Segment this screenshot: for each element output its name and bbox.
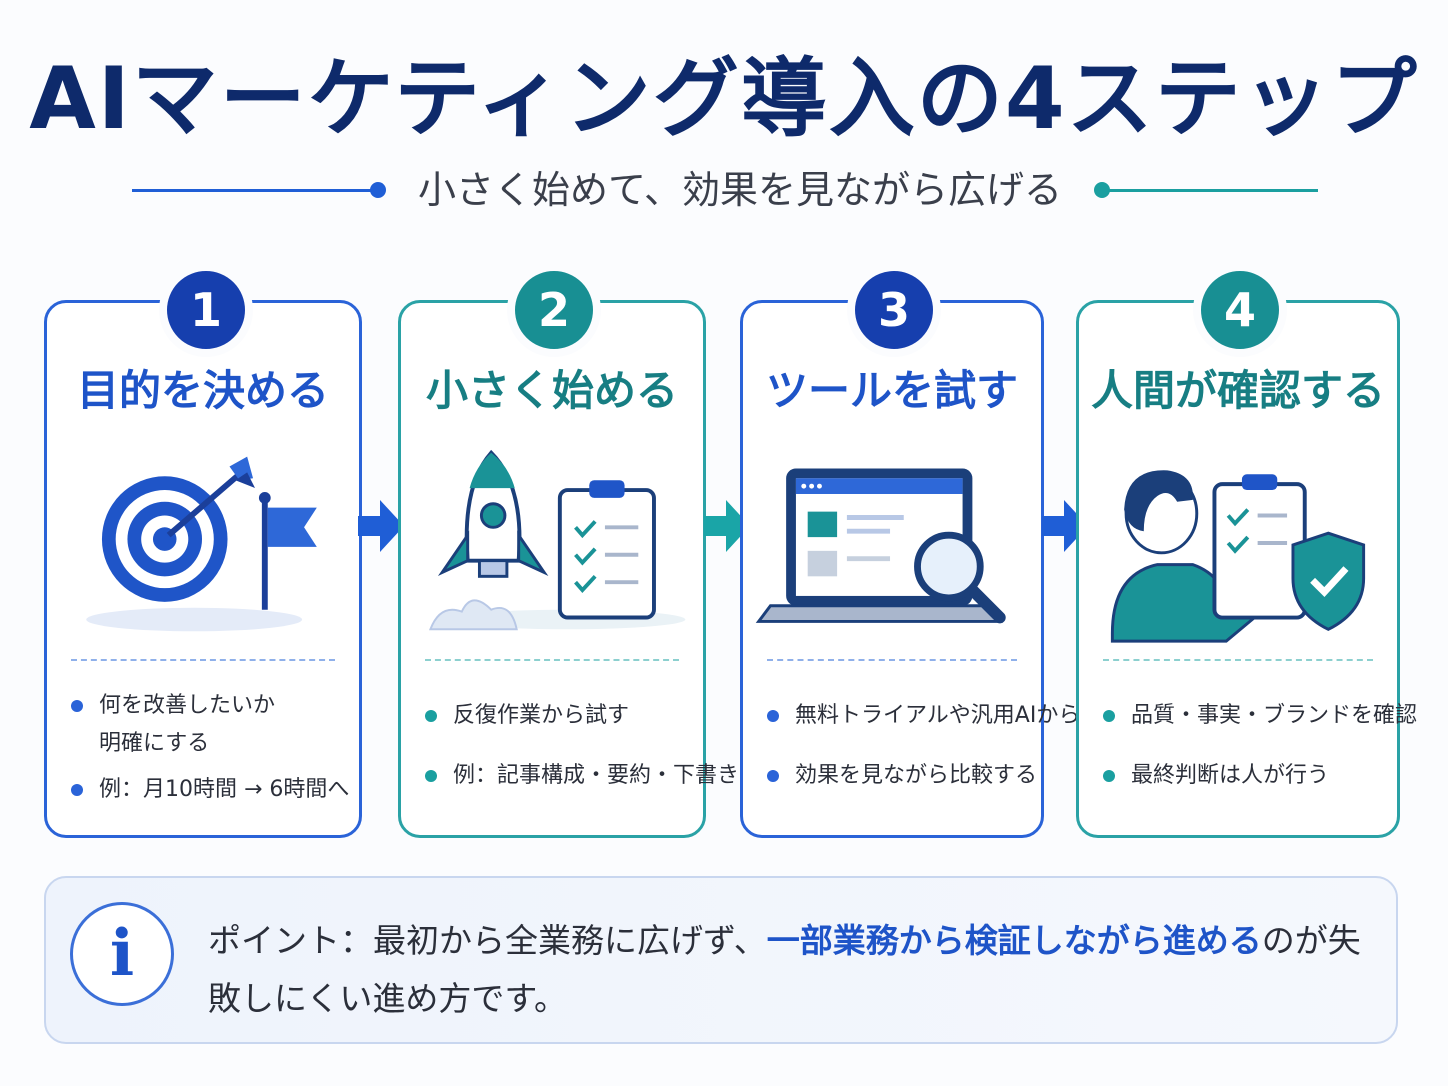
step-card-3: 3 ツールを試す 無料トライアルや汎用AIから 効果を見ながら比較する <box>740 263 1080 838</box>
point-callout: i ポイント：最初から全業務に広げず、一部業務から検証しながら進めるのが失敗しに… <box>44 876 1398 1044</box>
subtitle-dot-left <box>370 182 386 198</box>
bullet-item: 最終判断は人が行う <box>1101 757 1389 795</box>
card-divider <box>1103 659 1373 661</box>
step-title: 小さく始める <box>425 366 678 415</box>
bullet-dot <box>767 770 779 782</box>
point-highlight: 一部業務から検証しながら進める <box>766 921 1262 960</box>
bullet-item: 効果を見ながら比較する <box>765 757 1037 795</box>
step-number-badge: 1 <box>159 263 253 357</box>
person-checklist-shield-icon <box>1110 470 1366 643</box>
point-text-before: 最初から全業務に広げず、 <box>373 921 767 960</box>
arrow-right-icon <box>358 500 404 552</box>
card-divider <box>425 659 679 661</box>
bullet-item: 例：記事構成・要約・下書き <box>423 757 739 795</box>
page-title: AIマーケティング導入の4ステップ <box>29 49 1419 149</box>
step-bullets: 無料トライアルや汎用AIから 効果を見ながら比較する <box>765 697 1080 807</box>
arrow-right-icon <box>1042 500 1088 552</box>
step-number-badge: 2 <box>507 263 601 357</box>
step-bullets: 品質・事実・ブランドを確認 最終判断は人が行う <box>1101 697 1417 807</box>
bullet-dot <box>425 710 437 722</box>
bullet-dot <box>767 710 779 722</box>
subtitle-line-right <box>1108 189 1318 192</box>
bullet-dot <box>425 770 437 782</box>
bullet-text: 無料トライアルや汎用AIから <box>795 703 1081 728</box>
bullet-dot <box>1103 770 1115 782</box>
subtitle-row: 小さく始めて、効果を見ながら広げる <box>0 160 1448 220</box>
bullet-item: 例：月10時間 → 6時間へ <box>69 771 351 809</box>
step-card-4: 4 人間が確認する 品質・事実・ブランドを確認 最終判断は人が行う <box>1076 263 1417 838</box>
step-card-2: 2 小さく始める 反復作業から試す 例：記事構成・要約・下書き <box>398 263 739 838</box>
step-title: 目的を決める <box>76 366 329 415</box>
info-icon: i <box>70 902 174 1006</box>
bullet-text: 何を改善したいか <box>99 693 276 718</box>
bullet-text: 最終判断は人が行う <box>1131 763 1330 788</box>
point-text: ポイント：最初から全業務に広げず、一部業務から検証しながら進めるのが失敗しにくい… <box>208 912 1378 1028</box>
step-title: 人間が確認する <box>1090 366 1385 415</box>
bullet-text: 例：記事構成・要約・下書き <box>453 763 740 788</box>
bullet-text: 例：月10時間 → 6時間へ <box>99 777 350 802</box>
step-title: ツールを試す <box>765 366 1018 415</box>
point-prefix: ポイント： <box>208 921 373 960</box>
bullet-dot <box>71 784 83 796</box>
target-flag-icon <box>86 456 317 632</box>
laptop-magnifier-icon <box>755 468 1006 624</box>
step-number-badge: 4 <box>1193 263 1287 357</box>
subtitle-dot-right <box>1094 182 1110 198</box>
bullet-text: 反復作業から試す <box>453 703 630 728</box>
subtitle: 小さく始めて、効果を見ながら広げる <box>417 168 1063 212</box>
arrow-right-icon <box>704 500 750 552</box>
point-text-after: のが失敗しにくい進め方です。 <box>208 921 1361 1018</box>
bullet-item: 何を改善したいか 明確にする <box>69 687 351 763</box>
bullet-item: 無料トライアルや汎用AIから <box>765 697 1080 735</box>
card-divider <box>71 659 335 661</box>
step-card-1: 1 目的を決める 何を改善したいか 明確にする 例：月10時間 → 6時間へ <box>44 263 362 838</box>
bullet-dot <box>71 700 83 712</box>
bullet-text: 明確にする <box>99 731 210 756</box>
rocket-checklist-icon <box>428 449 686 631</box>
step-number-badge: 3 <box>847 263 941 357</box>
bullet-item: 反復作業から試す <box>423 697 695 735</box>
bullet-text: 効果を見ながら比較する <box>795 763 1038 788</box>
bullet-dot <box>1103 710 1115 722</box>
bullet-text: 品質・事実・ブランドを確認 <box>1131 703 1418 728</box>
step-bullets: 何を改善したいか 明確にする 例：月10時間 → 6時間へ <box>69 687 351 821</box>
bullet-item: 品質・事実・ブランドを確認 <box>1101 697 1417 735</box>
step-bullets: 反復作業から試す 例：記事構成・要約・下書き <box>423 697 739 807</box>
subtitle-line-left <box>132 189 372 192</box>
card-divider <box>767 659 1017 661</box>
